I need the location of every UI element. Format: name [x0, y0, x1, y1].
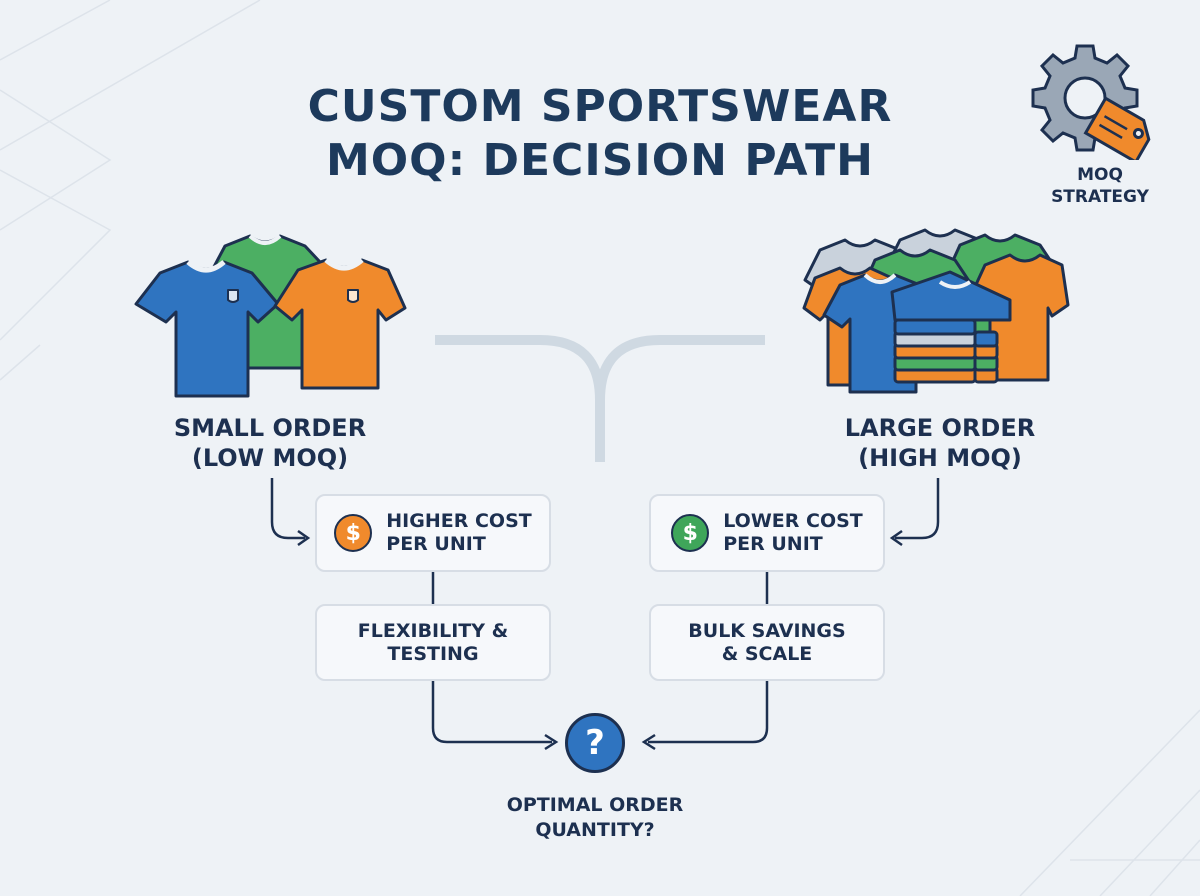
large-order-label: LARGE ORDER (HIGH MOQ) [820, 413, 1060, 473]
badge-line-2: STRATEGY [1051, 187, 1149, 207]
higher-cost-line-1: HIGHER COST [386, 510, 532, 532]
optimal-line-2: QUANTITY? [535, 819, 655, 841]
small-order-line-2: (LOW MOQ) [191, 444, 349, 472]
optimal-line-1: OPTIMAL ORDER [506, 794, 684, 816]
large-order-line-2: (HIGH MOQ) [858, 444, 1022, 472]
dollar-coin-icon: $ [334, 514, 373, 552]
flexibility-line-2: TESTING [387, 642, 479, 665]
title-line-2: MOQ: DECISION PATH [325, 135, 875, 186]
badge-line-1: MOQ [1077, 165, 1123, 185]
large-order-shirts-icon [802, 228, 1070, 394]
question-mark-icon: ? [565, 713, 625, 773]
bulk-savings-line-2: & SCALE [721, 642, 813, 665]
gear-tag-icon [1031, 44, 1151, 165]
bulk-savings-line-1: BULK SAVINGS [688, 619, 846, 642]
dollar-coin-icon: $ [671, 514, 710, 552]
large-order-line-1: LARGE ORDER [844, 414, 1036, 442]
moq-strategy-badge: MOQ STRATEGY [1030, 40, 1170, 207]
small-order-line-1: SMALL ORDER [173, 414, 367, 442]
flexibility-line-1: FLEXIBILITY & [357, 619, 509, 642]
lower-cost-line-1: LOWER COST [723, 510, 863, 532]
bulk-savings-box: BULK SAVINGS & SCALE [649, 604, 885, 681]
small-order-label: SMALL ORDER (LOW MOQ) [150, 413, 390, 473]
badge-label: MOQ STRATEGY [1030, 164, 1170, 208]
lower-cost-box: $ LOWER COST PER UNIT [649, 494, 885, 572]
flexibility-box: FLEXIBILITY & TESTING [315, 604, 551, 681]
higher-cost-line-2: PER UNIT [386, 533, 486, 555]
optimal-quantity-label: OPTIMAL ORDER QUANTITY? [440, 793, 750, 843]
small-order-shirts-icon [134, 234, 407, 398]
lower-cost-line-2: PER UNIT [723, 533, 823, 555]
title-line-1: CUSTOM SPORTSWEAR [307, 81, 893, 132]
higher-cost-box: $ HIGHER COST PER UNIT [315, 494, 551, 572]
page-title: CUSTOM SPORTSWEAR MOQ: DECISION PATH [200, 80, 1000, 188]
